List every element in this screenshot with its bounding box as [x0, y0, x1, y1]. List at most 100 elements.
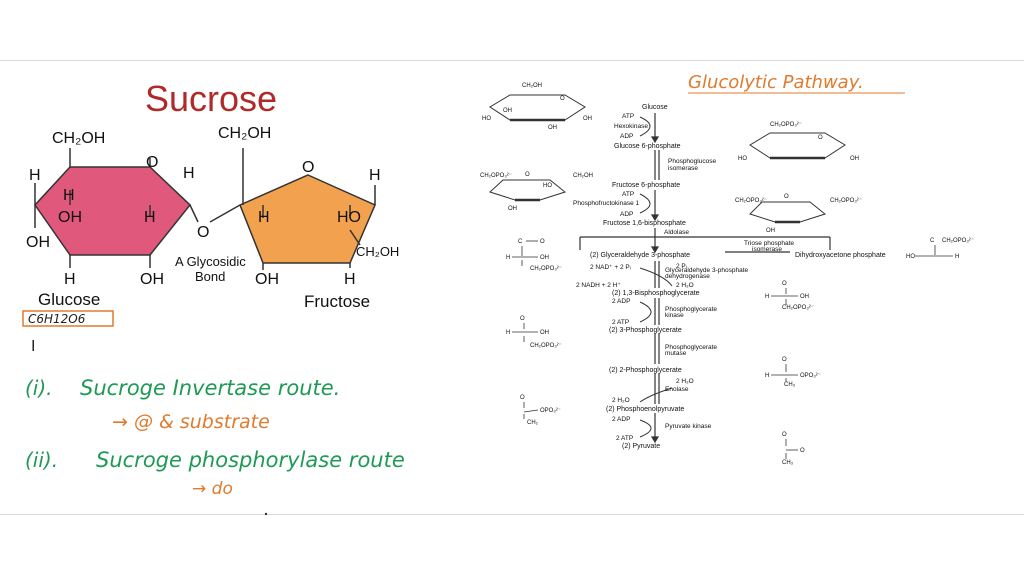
glucose-oh-bottom: OH [140, 271, 164, 288]
fbp-ring-small [749, 201, 827, 223]
enzyme-pgk-line1: Phosphoglycerate [665, 306, 717, 313]
enzyme-enolase: Enolase [665, 386, 689, 393]
sucrose-title: Sucrose [145, 78, 277, 119]
3pg-struct-ch2opo3: CH₂OPO₃²⁻ [530, 343, 562, 349]
enzyme-pgi-line1: Phosphoglucose [668, 158, 716, 165]
dhap-struct-h: H [955, 254, 959, 260]
f6p-struct-ho: HO [543, 183, 552, 189]
note1-number: (i). [25, 376, 53, 400]
handwritten-notes: C6H12O6 I (i). Sucroge Invertase route. … [22, 310, 405, 499]
cofactor-atp-1: ATP [622, 113, 634, 120]
step-phosphoenolpyruvate: (2) Phosphoenolpyruvate [606, 406, 684, 413]
glucose-h-left: H [29, 167, 41, 184]
f6p-struct-o: O [525, 172, 530, 178]
step-fructose-bisphosphate: Fructose 1,6-bisphosphate [603, 220, 686, 227]
g6p-struct-ho: HO [738, 156, 747, 162]
sucrose-structure: Sucrose [26, 78, 399, 311]
cursor-mark: I [31, 338, 35, 355]
f6p-struct-oh: OH [508, 206, 517, 212]
glucose-h-bottom: H [64, 271, 76, 288]
formula-box [22, 310, 114, 327]
enzyme-pgm-line1: Phosphoglycerate [665, 344, 717, 351]
dhap-struct-ho: HO [906, 254, 915, 260]
step-glucose-6-phosphate: Glucose 6-phosphate [614, 143, 681, 150]
enzyme-tpi-line1: Triose phosphate [744, 240, 794, 247]
f6p-struct-ch2opo3: CH₂OPO₃²⁻ [480, 173, 512, 179]
fbp-struct-oh: OH [766, 228, 775, 234]
fructose-h-inner: H [258, 209, 270, 226]
2pg-struct-ch3: CH₃ [784, 382, 796, 388]
note1-sub: → @ & substrate [112, 411, 270, 433]
glucose-struct-o: O [560, 96, 565, 102]
cofactor-nad: 2 NAD⁺ + 2 Pᵢ [590, 264, 631, 271]
fructose-ring-oxygen: O [302, 159, 314, 176]
note2-number: (ii). [25, 448, 58, 472]
pep-struct-ch2: CH₂ [527, 420, 539, 426]
cofactor-adp-1: ADP [620, 133, 633, 140]
enzyme-pgk-line2: kinase [665, 312, 684, 319]
pathway-heading: Glucolytic Pathway. [688, 72, 864, 93]
f6p-struct-ch2oh: CH₂OH [573, 173, 593, 179]
glucose-label: Glucose [38, 290, 100, 309]
pyr-struct-ch3: CH₃ [782, 460, 794, 466]
g6p-struct-o: O [818, 135, 823, 141]
note1-text: Sucroge Invertase route. [80, 376, 340, 400]
cofactor-arcs [639, 116, 673, 438]
cofactor-atp-3: 2 ATP [612, 319, 629, 326]
3pg-struct-oh: OH [540, 330, 549, 336]
step-dhap: Dihydroxyacetone phosphate [795, 252, 886, 259]
step-bisphosphoglycerate: (2) 1,3-Bisphosphoglycerate [612, 290, 700, 297]
enzyme-pfk: Phosphofructokinase 1 [573, 200, 640, 207]
pathway-cofactors: ATP ADP ATP ADP 2 NAD⁺ + 2 Pᵢ 2 NADH + 2… [576, 113, 694, 442]
pathway-structure-labels: CH₂OH O OH HO OH OH CH₂OPO₃²⁻ O HO OH CH… [480, 83, 974, 466]
fructose-label: Fructose [304, 292, 370, 311]
glucose-h-inner1: H [63, 187, 75, 204]
gap-struct-o: O [540, 239, 545, 245]
gap-struct-ch2opo3: CH₂OPO₃²⁻ [530, 266, 562, 272]
note2-text: Sucroge phosphorylase route [96, 448, 405, 472]
sucrose-bonds [34, 148, 376, 270]
step-2-phosphoglycerate: (2) 2-Phosphoglycerate [609, 367, 682, 374]
glucose-h-inner2: H [144, 209, 156, 226]
fructose-ch2oh-top: CH₂OH [218, 125, 271, 142]
glucose-atom-labels: CH₂OH O H H H OH H OH H OH O [26, 130, 209, 288]
pep-struct-opo3: OPO₃²⁻ [540, 408, 561, 414]
note2-sub: → do [192, 479, 233, 499]
glucose-ring-oxygen: O [146, 154, 158, 171]
pyr-struct-o: O [782, 432, 787, 438]
gap-struct-h: H [506, 255, 510, 261]
glucose-oh-inner1: OH [58, 209, 82, 226]
bpg-struct-o: O [782, 281, 787, 287]
bpg-struct-oh: OH [800, 294, 809, 300]
enzyme-gapdh-line1: Glyceraldehyde 3-phosphate [665, 267, 748, 274]
2pg-struct-o: O [782, 357, 787, 363]
dhap-struct-ch2opo3: CH₂OPO₃²⁻ [942, 238, 974, 244]
glucose-struct-ch2oh: CH₂OH [522, 83, 542, 89]
fructose-atom-labels: CH₂OH O H H HO CH₂OH OH H [218, 125, 399, 288]
pathway-ring-structures [489, 94, 846, 224]
fbp-struct-ch2opo3-l: CH₂OPO₃²⁻ [735, 198, 767, 204]
glucose-h-top-right: H [183, 165, 195, 182]
gap-struct-c: C [518, 239, 523, 245]
g6p-ring-small [749, 132, 846, 159]
bpg-struct-ch2opo3: CH₂OPO₃²⁻ [782, 305, 814, 311]
fructose-h-right: H [369, 167, 381, 184]
enzyme-tpi-line2: isomerase [752, 246, 782, 253]
cofactor-nadh: 2 NADH + 2 H⁺ [576, 282, 621, 289]
enzyme-hexokinase: Hexokinase [614, 123, 648, 130]
3pg-struct-h: H [506, 330, 510, 336]
bottom-divider [0, 514, 1024, 515]
bond-label-line2: Bond [195, 269, 225, 284]
fructose-ho-inner: HO [337, 209, 361, 226]
step-fructose-6-phosphate: Fructose 6-phosphate [612, 182, 680, 189]
fructose-ring [239, 174, 376, 264]
cofactor-adp-3: 2 ADP [612, 298, 630, 305]
g6p-struct-ch2opo3: CH₂OPO₃²⁻ [770, 122, 802, 128]
cofactor-adp-2: ADP [620, 211, 633, 218]
dhap-struct-c: C [930, 238, 935, 244]
glucose-ch2oh: CH₂OH [52, 130, 105, 147]
pep-struct-o: O [520, 395, 525, 401]
enzyme-pgi-line2: isomerase [668, 165, 698, 172]
